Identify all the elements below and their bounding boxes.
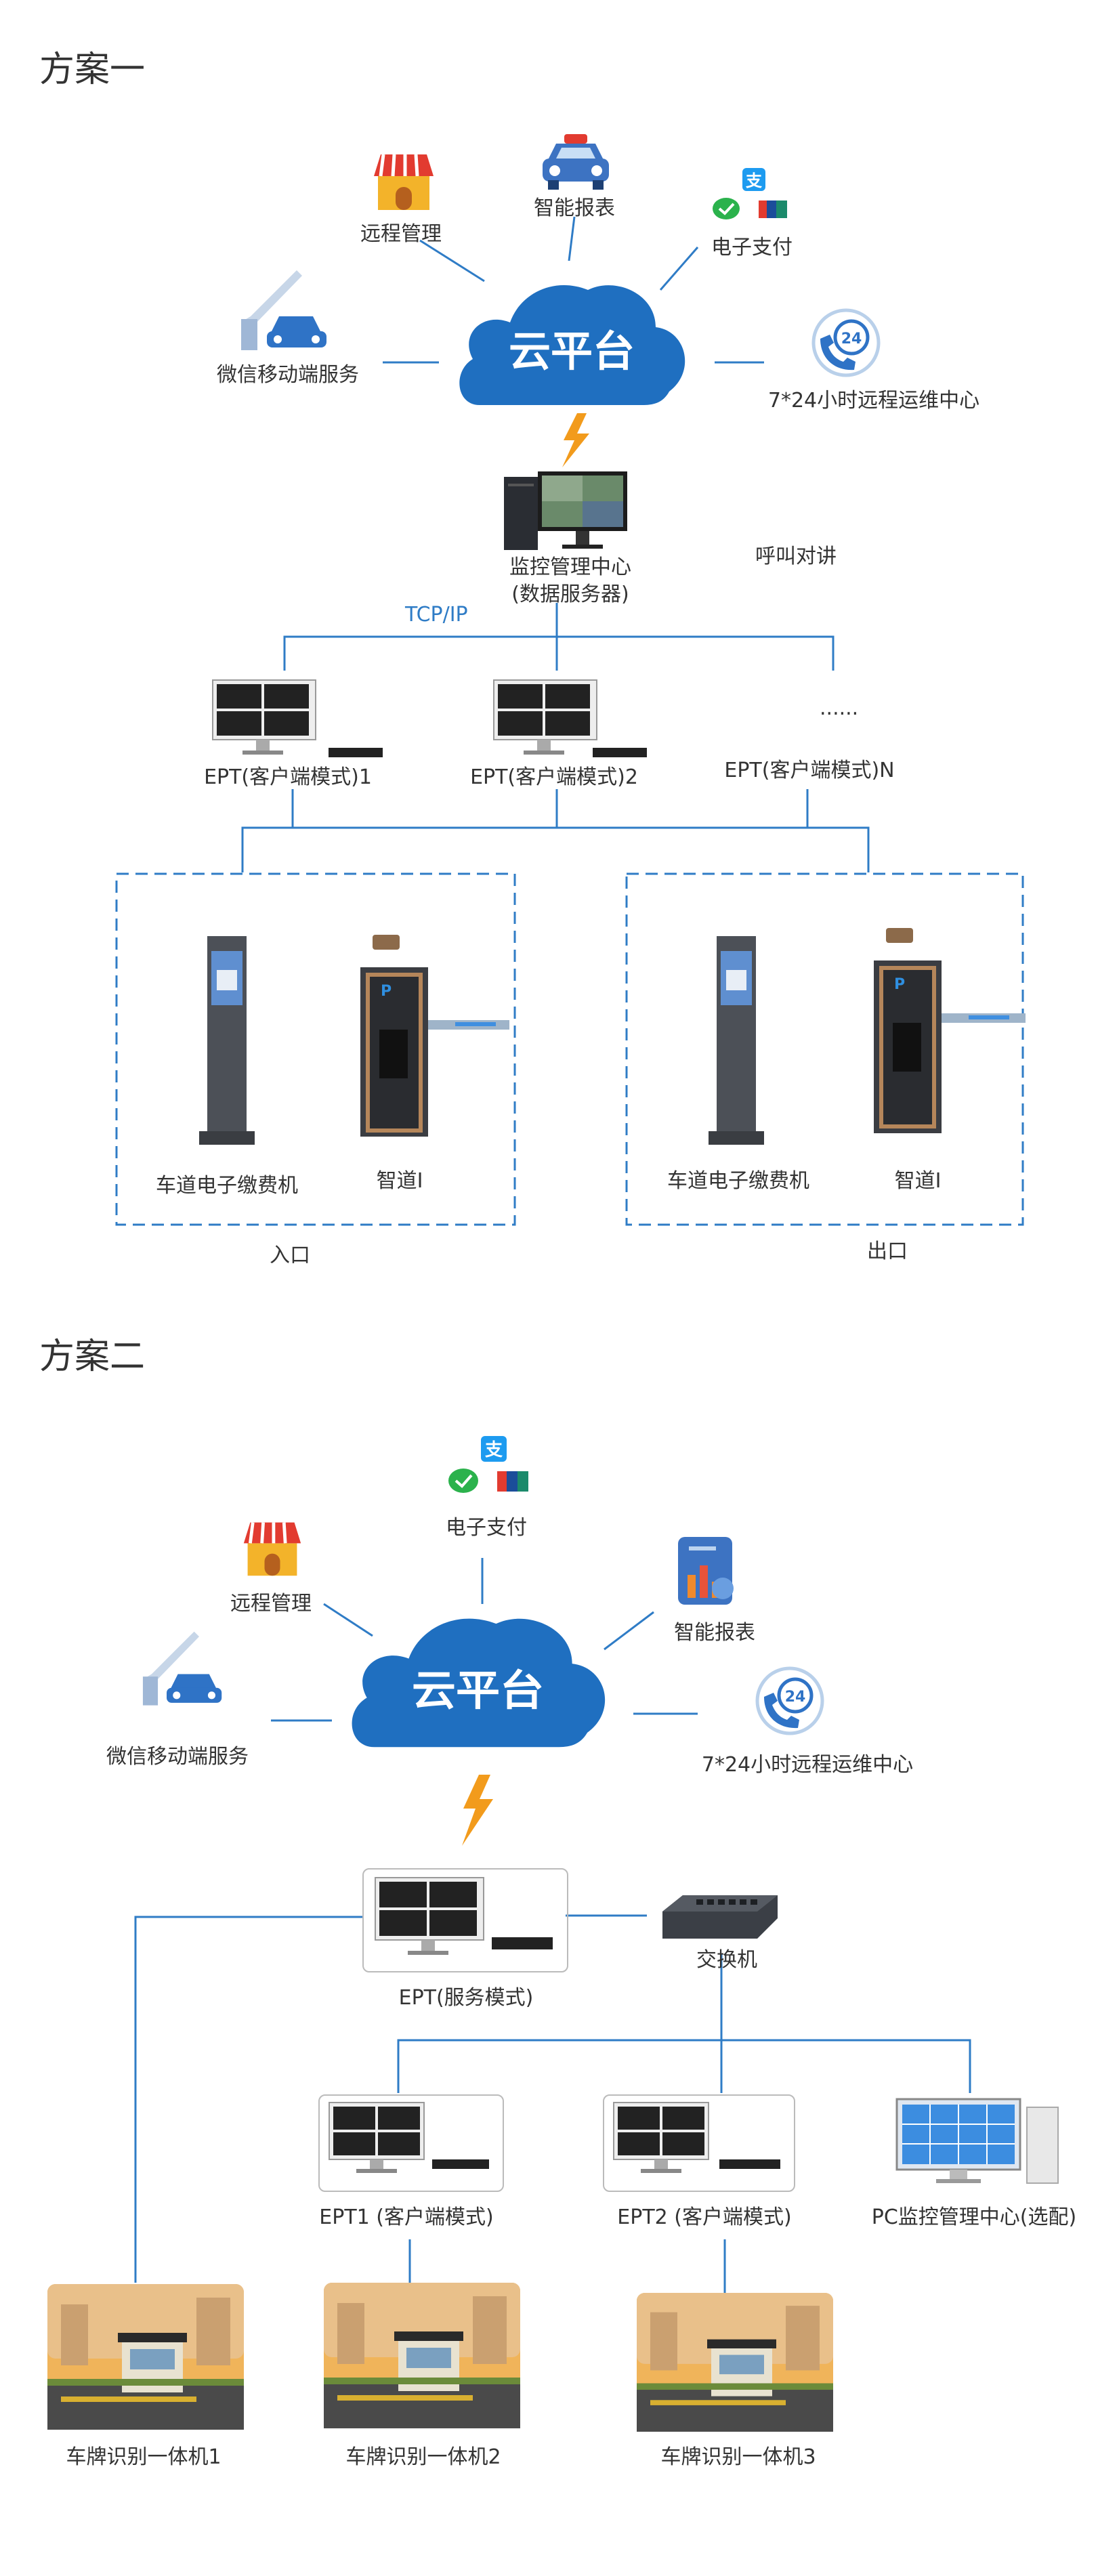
cloud-platform-1: 云平台	[459, 285, 685, 405]
ept-box-2-icon	[593, 748, 647, 757]
monitor-center-label-line1: 监控管理中心	[509, 555, 631, 579]
remote-ops-label-1: 7*24小时远程运维中心	[767, 389, 980, 413]
monitor-center-label-line2: (数据服务器)	[511, 583, 629, 606]
entry-kiosk-label: 车道电子缴费机	[156, 1174, 298, 1198]
lpr3-label: 车牌识别一体机3	[660, 2445, 816, 2469]
remote-mgmt-label-1: 远程管理	[360, 222, 442, 246]
exit-label: 出口	[867, 1240, 908, 1263]
cloud-label-1: 云平台	[509, 326, 635, 376]
intercom-label: 呼叫对讲	[755, 545, 837, 568]
switch-label: 交换机	[696, 1948, 757, 1972]
svg-text:支: 支	[746, 171, 763, 190]
switch-icon	[662, 1895, 778, 1939]
shop-icon	[374, 154, 434, 210]
phone-24-icon-2: 24	[755, 1666, 824, 1735]
ept2-label: EPT(客户端模式)2	[470, 765, 638, 789]
scheme2-title: 方案二	[39, 1336, 146, 1377]
ept2-frame	[603, 2094, 795, 2192]
barrier-car-icon-2	[142, 1631, 222, 1706]
svg-text:P: P	[381, 983, 392, 1000]
exit-kiosk-label: 车道电子缴费机	[667, 1169, 809, 1193]
svg-text:P: P	[894, 976, 905, 993]
bolt-icon-2	[462, 1775, 493, 1846]
ept-client-2-icon	[493, 679, 597, 755]
e-pay-label-2: 电子支付	[446, 1516, 527, 1540]
ept1-client-icon	[329, 2102, 489, 2173]
exit-kiosk-icon	[709, 936, 764, 1145]
barrier-car-icon	[241, 270, 326, 350]
entry-label: 入口	[270, 1244, 310, 1267]
cloud-label-2: 云平台	[412, 1666, 544, 1715]
payment-icons: 支	[713, 168, 787, 219]
bolt-icon-1	[562, 413, 589, 467]
smart-report-label-1: 智能报表	[534, 196, 615, 220]
ept1-frame	[318, 2094, 504, 2192]
ept-service-icon	[375, 1877, 553, 1955]
e-pay-label-1: 电子支付	[711, 236, 793, 259]
smart-report-label-2: 智能报表	[674, 1621, 755, 1645]
ept-box-1-icon	[329, 748, 383, 757]
shop-icon-2	[243, 1522, 301, 1576]
ept-service-frame	[362, 1868, 568, 1972]
ept2-service-label: EPT2 (客户端模式)	[617, 2205, 792, 2229]
ept-service-label: EPT(服务模式)	[398, 1986, 534, 2010]
lpr2-label: 车牌识别一体机2	[345, 2445, 501, 2469]
wechat-service-label-2: 微信移动端服务	[106, 1745, 249, 1769]
ept1-service-label: EPT1 (客户端模式)	[319, 2205, 494, 2229]
lpr2-photo	[324, 2283, 520, 2428]
payment-icons-2: 支	[448, 1436, 528, 1493]
tcp-ip-label: TCP/IP	[405, 603, 468, 627]
exit-gate-icon: P	[874, 928, 1026, 1133]
lpr1-label: 车牌识别一体机1	[66, 2445, 221, 2469]
cloud-platform-2: 云平台	[352, 1618, 606, 1748]
eptn-label: EPT(客户端模式)N	[724, 759, 895, 782]
remote-ops-label-2: 7*24小时远程运维中心	[701, 1753, 914, 1777]
lpr1-photo	[47, 2284, 244, 2430]
exit-gate-label: 智道Ⅰ	[894, 1169, 942, 1193]
lpr3-photo	[637, 2293, 833, 2432]
svg-text:支: 支	[485, 1440, 503, 1460]
car-icon	[543, 134, 609, 190]
remote-mgmt-label-2: 远程管理	[230, 1592, 312, 1616]
entry-kiosk-icon	[199, 936, 255, 1145]
svg-text:24: 24	[841, 331, 862, 347]
ept-client-1-icon	[212, 679, 316, 755]
pc-monitor-icon	[895, 2098, 1059, 2184]
svg-text:24: 24	[785, 1689, 806, 1706]
ellipsis-label: ......	[820, 696, 859, 720]
report-chart-icon	[678, 1537, 734, 1605]
ept2-client-icon	[613, 2102, 780, 2173]
wechat-service-label-1: 微信移动端服务	[217, 363, 359, 387]
entry-gate-icon: P	[360, 935, 509, 1137]
phone-24-icon: 24	[811, 308, 881, 377]
monitor-server-icon	[504, 471, 627, 550]
scheme1-title: 方案一	[39, 49, 146, 90]
entry-gate-label: 智道Ⅰ	[376, 1169, 423, 1193]
pc-center-label: PC监控管理中心(选配)	[871, 2205, 1077, 2229]
ept1-label: EPT(客户端模式)1	[204, 765, 372, 789]
